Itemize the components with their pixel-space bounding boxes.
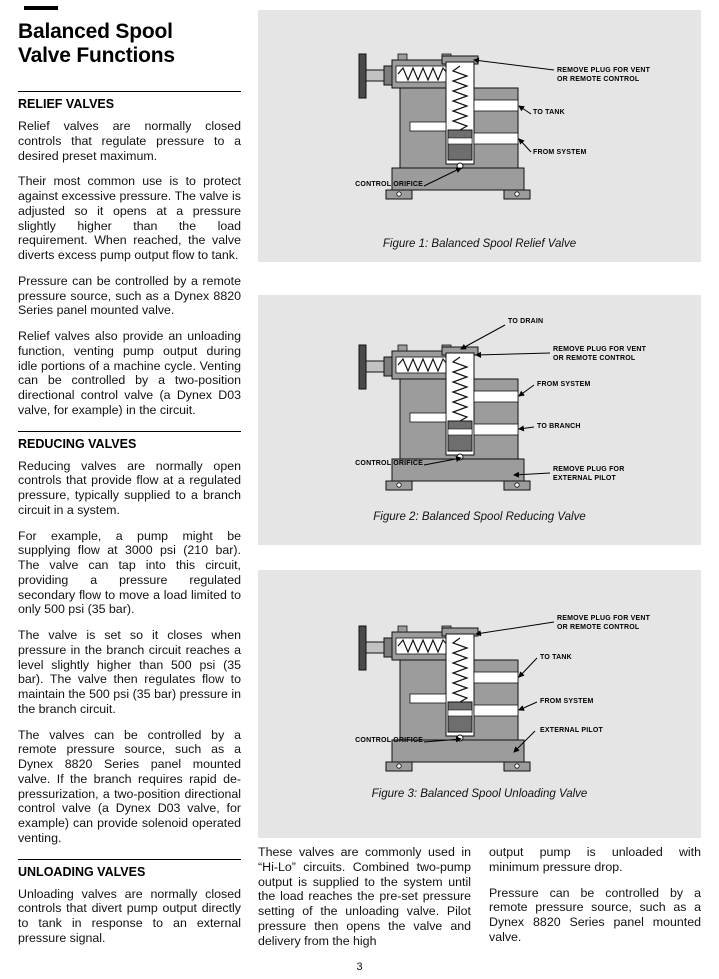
- page-title-line1: Balanced Spool: [18, 20, 173, 43]
- section-heading: REDUCING VALVES: [18, 430, 241, 451]
- figure-2-leader-lines: [423, 324, 551, 478]
- section-reducing-valves: REDUCING VALVES Reducing valves are norm…: [18, 430, 241, 846]
- section-heading: UNLOADING VALVES: [18, 858, 241, 879]
- label-external-pilot: EXTERNAL PILOT: [540, 727, 603, 734]
- paragraph: Relief valves are normally closed contro…: [18, 119, 241, 163]
- label-from-system: FROM SYSTEM: [537, 381, 591, 388]
- paragraph: Reducing valves are normally open contro…: [18, 458, 241, 517]
- label-remove-plug-vent: REMOVE PLUG FOR VENT OR REMOTE CONTROL: [557, 615, 651, 632]
- figure-1-panel: REMOVE PLUG FOR VENT OR REMOTE CONTROL T…: [258, 10, 701, 262]
- figure-1-caption: Figure 1: Balanced Spool Relief Valve: [382, 238, 577, 250]
- paragraph: Unloading valves are normally closed con…: [18, 886, 241, 945]
- section-unloading-valves: UNLOADING VALVES Unloading valves are no…: [18, 858, 241, 946]
- page-title: Balanced Spool Valve Functions: [18, 20, 241, 67]
- section-heading: RELIEF VALVES: [18, 91, 241, 111]
- figure-2-panel: TO DRAIN REMOVE PLUG FOR VENT OR REMOTE …: [258, 295, 701, 545]
- left-column: Balanced Spool Valve Functions RELIEF VA…: [18, 6, 241, 957]
- label-to-branch: TO BRANCH: [537, 423, 581, 430]
- page-number: 3: [356, 961, 363, 973]
- label-control-orifice: CONTROL ORIFICE: [355, 737, 423, 744]
- figure-3-caption: Figure 3: Balanced Spool Unloading Valve: [371, 788, 588, 800]
- label-to-drain: TO DRAIN: [508, 318, 544, 325]
- paragraph: The valve is set so it closes when press…: [18, 628, 241, 716]
- paragraph: The valves can be controlled by a remote…: [18, 727, 241, 845]
- figure-2-valve-diagram: [358, 324, 551, 491]
- paragraph: Pressure can be controlled by a remote p…: [489, 885, 701, 944]
- paragraph: Their most common use is to protect agai…: [18, 174, 241, 263]
- label-to-tank: TO TANK: [540, 654, 572, 661]
- label-control-orifice: CONTROL ORIFICE: [355, 181, 423, 188]
- page-title-line2: Valve Functions: [18, 43, 175, 67]
- paragraph: Pressure can be controlled by a remote p…: [18, 273, 241, 318]
- paragraph: output pump is unloaded with minimum pre…: [489, 845, 701, 874]
- label-to-tank: TO TANK: [533, 109, 565, 116]
- figure-1-leader-lines: [423, 57, 555, 187]
- label-from-system: FROM SYSTEM: [533, 149, 587, 156]
- label-from-system: FROM SYSTEM: [540, 698, 594, 705]
- label-remove-plug-vent: REMOVE PLUG FOR VENT OR REMOTE CONTROL: [553, 346, 647, 363]
- title-rule: [24, 6, 58, 10]
- figure-1-valve-diagram: [358, 53, 555, 200]
- label-remove-plug-vent: REMOVE PLUG FOR VENT OR REMOTE CONTROL: [557, 67, 651, 84]
- figure-3-panel: REMOVE PLUG FOR VENT OR REMOTE CONTROL T…: [258, 570, 701, 838]
- bottom-column-1: These valves are commonly used in “Hi-Lo…: [258, 845, 471, 959]
- label-control-orifice: CONTROL ORIFICE: [355, 460, 423, 467]
- figure-2-caption: Figure 2: Balanced Spool Reducing Valve: [373, 511, 586, 523]
- label-remove-plug-external-pilot: REMOVE PLUG FOR EXTERNAL PILOT: [553, 466, 625, 483]
- section-relief-valves: RELIEF VALVES Relief valves are normally…: [18, 91, 241, 418]
- paragraph: These valves are commonly used in “Hi-Lo…: [258, 845, 471, 948]
- bottom-column-2: output pump is unloaded with minimum pre…: [489, 845, 701, 956]
- paragraph: For example, a pump might be supplying f…: [18, 528, 241, 617]
- paragraph: Relief valves also provide an unloading …: [18, 329, 241, 417]
- figure-3-leader-lines: [423, 621, 555, 753]
- figure-3-valve-diagram: [358, 621, 555, 772]
